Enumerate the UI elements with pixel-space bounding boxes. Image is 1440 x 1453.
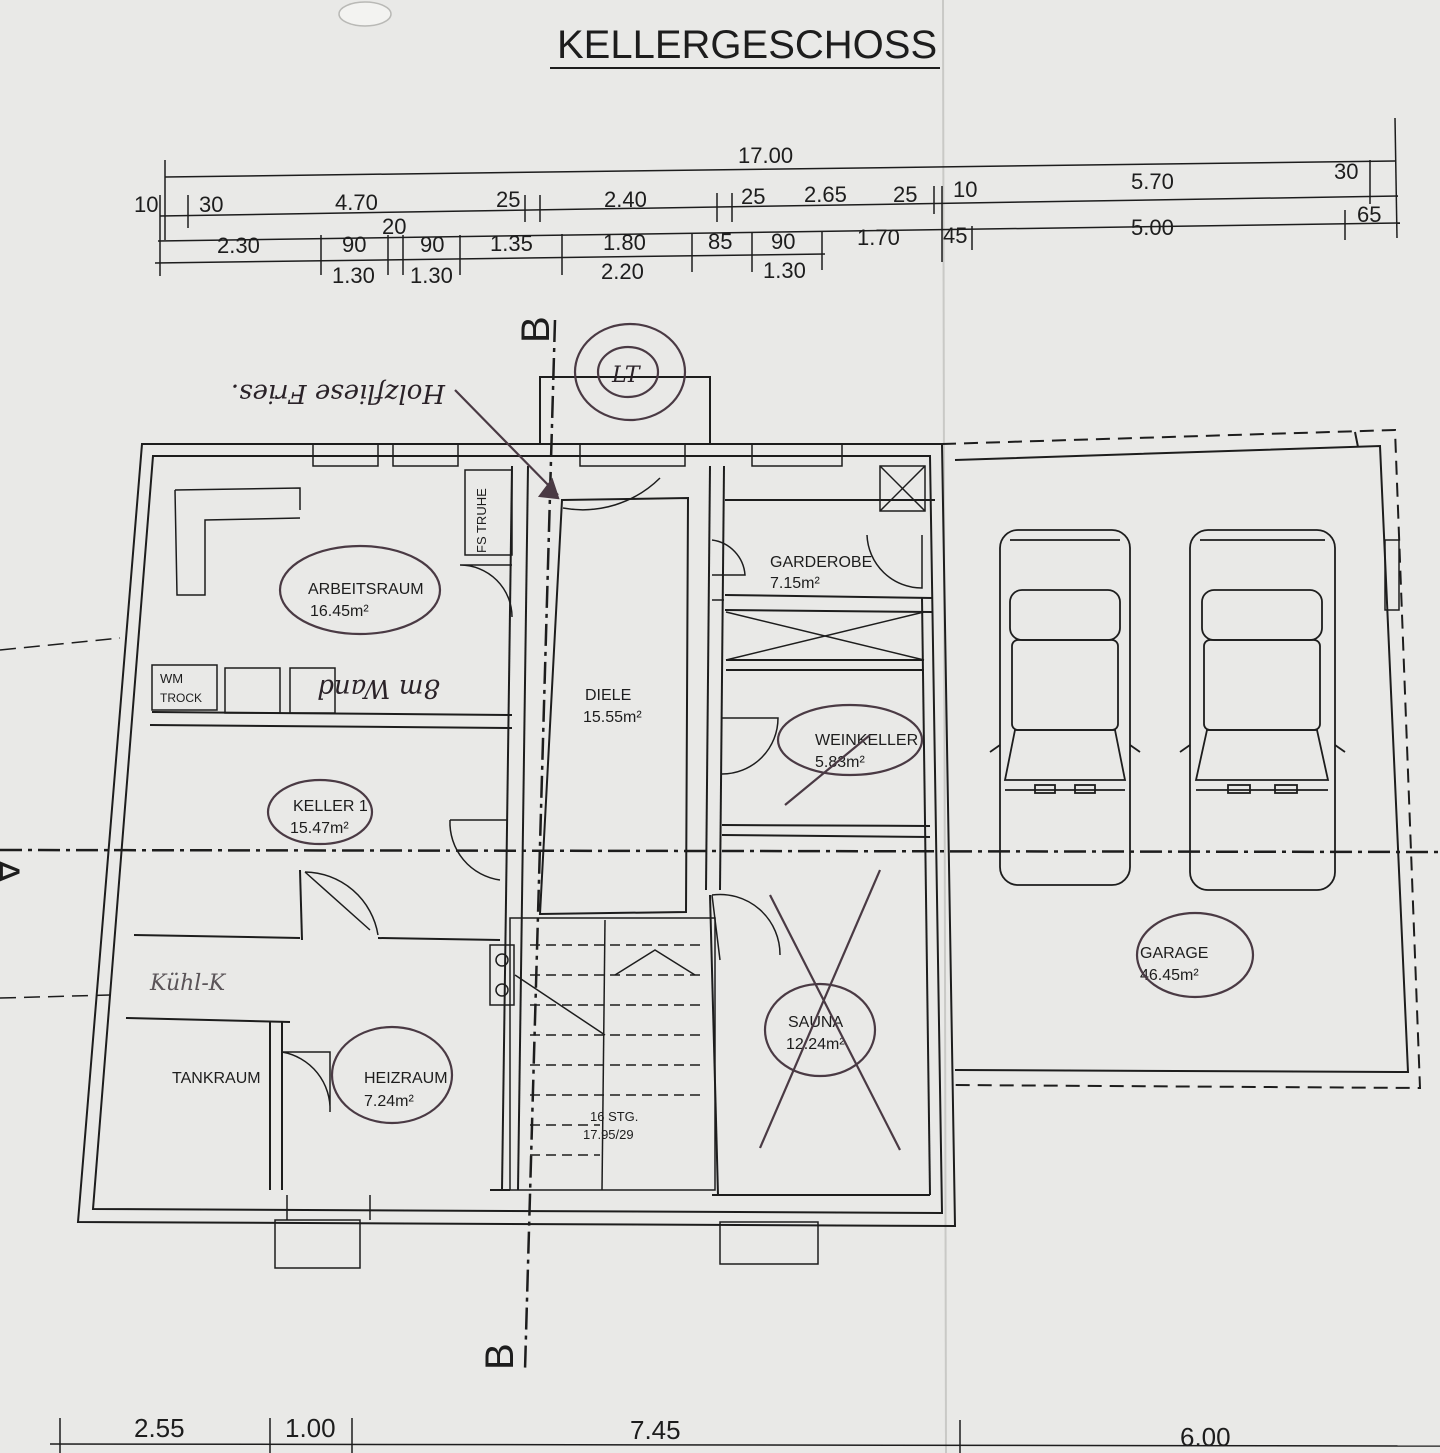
room-name-garage: GARAGE	[1140, 945, 1208, 962]
room-area-garderobe: 7.15m²	[770, 575, 820, 592]
dim-label: 5.70	[1131, 169, 1174, 194]
paper-fold	[942, 0, 947, 1453]
dim-label: 1.30	[410, 263, 453, 288]
section-marker-a-left: A	[0, 858, 27, 885]
note-fliese: Holzfliese Fries.	[231, 378, 446, 408]
shelf-cross	[725, 465, 926, 661]
staircase	[489, 917, 716, 1191]
dim-label: 1.30	[763, 258, 806, 283]
stairs-count: 16 STG.	[590, 1109, 638, 1124]
room-name-garderobe: GARDEROBE	[770, 554, 872, 571]
room-name-sauna: SAUNA	[788, 1014, 843, 1031]
light-well	[539, 376, 711, 444]
room-area-garage: 46.45m²	[1140, 967, 1199, 984]
room-area-weinkeller: 5.83m²	[815, 754, 865, 771]
dim-label: 25	[893, 182, 917, 207]
dim-label: 90	[771, 229, 795, 254]
room-area-sauna: 12.24m²	[786, 1036, 845, 1053]
note-kuehl: Kühl-K	[149, 971, 227, 996]
built-in-furniture	[151, 469, 513, 714]
dim-label: 10	[953, 177, 977, 202]
dim-label: 85	[708, 229, 732, 254]
dim-label: 2.30	[217, 233, 260, 258]
pen-strike-marks	[454, 389, 901, 1151]
dim-label: 5.00	[1131, 215, 1174, 240]
dim-label: 2.20	[601, 259, 644, 284]
section-marker-b-top: B	[514, 316, 558, 343]
room-name-diele: DIELE	[585, 687, 631, 704]
fixture-wm: WM	[160, 671, 183, 686]
fixture-truhe: FS TRUHE	[474, 488, 489, 553]
dim-label: 90	[420, 232, 444, 257]
dim-label: 1.30	[332, 263, 375, 288]
dimension-labels: 17.00 10 30 4.70 25 2.40 25 2.65 25 10 5…	[134, 143, 1381, 288]
dim-label: 2.40	[604, 187, 647, 212]
dimension-lines	[154, 117, 1401, 276]
room-area-keller1: 15.47m²	[290, 820, 349, 837]
car-left	[989, 529, 1141, 886]
outer-walls	[76, 428, 1422, 1228]
room-name-arbeitsraum: ARBEITSRAUM	[308, 581, 424, 598]
outline-dashed	[0, 637, 121, 999]
dim-label: 10	[134, 192, 158, 217]
dim-label: 1.80	[603, 230, 646, 255]
dim-label: 65	[1357, 202, 1381, 227]
fixture-trock: TROCK	[160, 691, 202, 705]
note-circle: LT	[611, 363, 642, 388]
dim-label: 2.55	[134, 1413, 185, 1443]
stairs-ratio: 17.95/29	[583, 1127, 634, 1142]
dim-label: 25	[496, 187, 520, 212]
car-right	[1179, 529, 1346, 891]
bottom-dimension-labels: 2.55 1.00 7.45 6.00	[134, 1413, 1231, 1452]
dim-label: 4.70	[335, 190, 378, 215]
room-labels: ARBEITSRAUM 16.45m² DIELE 15.55m² GARDER…	[172, 554, 1208, 1110]
punch-hole	[338, 1, 392, 27]
dim-label: 2.65	[804, 182, 847, 207]
dim-label: 30	[1334, 159, 1358, 184]
note-wand: 8m Wand	[317, 673, 440, 703]
room-name-tankraum: TANKRAUM	[172, 1070, 261, 1087]
dim-label: 1.35	[490, 231, 533, 256]
dim-label: 1.00	[285, 1413, 336, 1443]
diele-runner	[538, 496, 690, 916]
plan-title: KELLERGESCHOSS	[557, 23, 937, 67]
room-area-heizraum: 7.24m²	[364, 1093, 414, 1110]
bottom-dimension-lines	[49, 1418, 1440, 1453]
pen-circles	[266, 322, 1255, 1125]
dim-label: 7.45	[630, 1415, 681, 1445]
doors	[281, 477, 923, 1113]
room-area-diele: 15.55m²	[583, 709, 642, 726]
dim-label: 20	[382, 214, 406, 239]
dim-label: 1.70	[857, 225, 900, 250]
room-name-weinkeller: WEINKELLER	[815, 732, 918, 749]
dim-label: 6.00	[1180, 1422, 1231, 1452]
dim-label: 25	[741, 184, 765, 209]
dim-label: 45	[943, 223, 967, 248]
dim-overall: 17.00	[738, 143, 793, 168]
dim-label: 90	[342, 232, 366, 257]
room-name-heizraum: HEIZRAUM	[364, 1070, 448, 1087]
section-marker-b-bottom: B	[478, 1343, 522, 1370]
windows	[274, 443, 1400, 1269]
section-lines	[0, 319, 1440, 1371]
dim-label: 30	[199, 192, 223, 217]
room-area-arbeitsraum: 16.45m²	[310, 603, 369, 620]
room-name-keller1: KELLER 1	[293, 798, 368, 815]
